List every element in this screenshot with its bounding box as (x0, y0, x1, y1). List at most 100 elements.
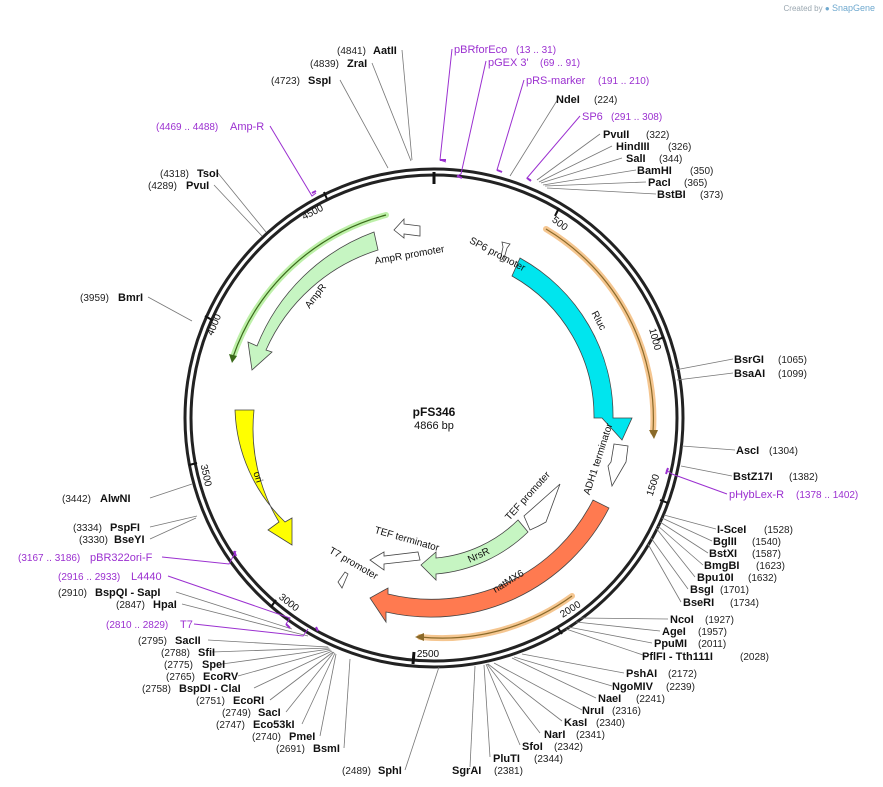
site-pos-naei: (2241) (636, 694, 665, 705)
site-name-bstxi: BstXI (709, 548, 737, 560)
site-name-nrui: NruI (582, 705, 604, 717)
credit-brand: SnapGene (831, 3, 875, 13)
primer-name-pbr322ori-f: pBR322ori-F (90, 552, 153, 564)
credit-prefix: Created by (783, 4, 823, 13)
site-name-ncoi: NcoI (670, 614, 694, 626)
primer-labels: pBRforEco (13 .. 31) pGEX 3' (69 .. 91) … (18, 44, 858, 631)
amp-r-primer-arrowhead (229, 354, 237, 363)
primer-arc-1-arrowhead (649, 430, 658, 439)
site-name-bsaai: BsaAI (734, 368, 765, 380)
site-pos-sali: (344) (659, 154, 682, 165)
site-name-pshai: PshAI (626, 668, 657, 680)
site-pos-pluti: (2344) (534, 754, 563, 765)
site-pos-sfii: (2788) (161, 648, 190, 659)
primer-range-sp6: (291 .. 308) (611, 112, 662, 123)
site-name-eco53ki: Eco53kI (253, 719, 295, 731)
site-pos-spei: (2775) (164, 660, 193, 671)
primer-range-phyblex-r: (1378 .. 1402) (796, 490, 858, 501)
primer-range-pbrforeco: (13 .. 31) (516, 45, 556, 56)
site-name-sfoi: SfoI (522, 741, 543, 753)
site-pos-saci: (2749) (222, 708, 251, 719)
site-pos-pshai: (2172) (668, 669, 697, 680)
site-pos-sphi: (2489) (342, 766, 371, 777)
site-name-bglii: BglII (713, 536, 737, 548)
site-name-asci: AscI (736, 445, 759, 457)
site-name-nari: NarI (544, 729, 565, 741)
site-pos-kasi: (2340) (596, 718, 625, 729)
site-name-ngomiv: NgoMIV (612, 681, 654, 693)
primer-name-prs-marker: pRS-marker (526, 75, 586, 87)
site-name-paci: PacI (648, 177, 671, 189)
leader-lines (147, 49, 736, 771)
site-name-bmri: BmrI (118, 292, 143, 304)
site-pos-bamhi: (350) (690, 166, 713, 177)
amp-r-primer-arc-core (232, 214, 387, 358)
site-name-alwni: AlwNI (100, 493, 131, 505)
feature-label-ampr-promoter: AmpR promoter (374, 244, 446, 267)
primer-range-pgex3: (69 .. 91) (540, 58, 580, 69)
primer-arc-1-core (545, 228, 655, 433)
site-name-bsrgi: BsrGI (734, 354, 764, 366)
primer-range-pbr322ori-f: (3167 .. 3186) (18, 553, 80, 564)
site-pos-i-scei: (1528) (764, 525, 793, 536)
feature-ampr-promoter (393, 217, 421, 239)
feature-t7-promoter (337, 571, 349, 589)
site-pos-alwni: (3442) (62, 494, 91, 505)
site-name-pspfi: PspFI (110, 522, 140, 534)
site-pos-bmri: (3959) (80, 293, 109, 304)
primer-range-prs-marker: (191 .. 210) (598, 76, 649, 87)
tick-label-2500: 2500 (417, 649, 440, 660)
site-name-bsgi: BsgI (690, 584, 714, 596)
site-pos-bsmi: (2691) (276, 744, 305, 755)
site-name-sali: SalI (626, 153, 646, 165)
site-pos-aatii: (4841) (337, 46, 366, 57)
feature-tef-promoter (523, 483, 561, 531)
site-name-sfii: SfiI (198, 647, 215, 659)
site-pos-bstz17i: (1382) (789, 472, 818, 483)
backbone-outer (183, 167, 685, 669)
site-name-pmei: PmeI (289, 731, 315, 743)
site-name-pvui: PvuI (186, 180, 209, 192)
feature-label-t7-promoter: T7 promoter (327, 545, 380, 582)
sites-left: (2691) BsmI (2740) PmeI (2747) Eco53kI (… (58, 45, 397, 755)
site-pos-bsaai: (1099) (778, 369, 807, 380)
site-name-ppumi: PpuMI (654, 638, 687, 650)
primer-binding-arcs (229, 212, 658, 642)
primer-arc-2-core (419, 595, 573, 639)
feature-natmx6 (369, 499, 610, 624)
site-name-tsoi: TsoI (197, 168, 219, 180)
site-pos-hpai: (2847) (116, 600, 145, 611)
site-pos-bstbi: (373) (700, 190, 723, 201)
site-name-sacii: SacII (175, 635, 201, 647)
site-pos-bseyi: (3330) (79, 535, 108, 546)
site-name-sspi: SspI (308, 75, 331, 87)
site-name-bstbi: BstBI (657, 189, 686, 201)
site-pos-bsrgi: (1065) (778, 355, 807, 366)
site-name-sphi: SphI (378, 765, 402, 777)
site-name-ndei: NdeI (556, 94, 580, 106)
snapgene-credit: Created by ● SnapGene (784, 3, 876, 13)
site-pos-pflfi-tth111i: (2028) (740, 652, 769, 663)
site-pos-bspqi-sapi: (2910) (58, 588, 87, 599)
primer-name-pgex3: pGEX 3' (488, 57, 529, 69)
site-name-bstz17i: BstZ17I (733, 471, 773, 483)
site-pos-sacii: (2795) (138, 636, 167, 647)
primer-name-amp-r: Amp-R (230, 121, 264, 133)
site-pos-nrui: (2316) (612, 706, 641, 717)
site-pos-bpu10i: (1632) (748, 573, 777, 584)
snapgene-logo-icon: ● (824, 4, 830, 13)
site-name-bspqi-sapi: BspQI - SapI (95, 587, 160, 599)
site-pos-ndei: (224) (594, 95, 617, 106)
site-pos-bmgbi: (1623) (756, 561, 785, 572)
site-pos-ppumi: (2011) (698, 639, 726, 650)
site-pos-bglii: (1540) (752, 537, 781, 548)
site-pos-agei: (1957) (698, 627, 727, 638)
feature-adh1-terminator (607, 443, 629, 488)
feature-label-sp6-promoter: SP6 promoter (467, 235, 527, 274)
primer-name-pbrforeco: pBRforEco (454, 44, 507, 56)
site-pos-sgrai: (2381) (494, 766, 523, 777)
feature-ori (234, 409, 293, 546)
primer-arc-2-arrowhead (415, 633, 424, 641)
primer-name-t7: T7 (180, 619, 193, 631)
tick-label-1500: 1500 (645, 473, 662, 498)
